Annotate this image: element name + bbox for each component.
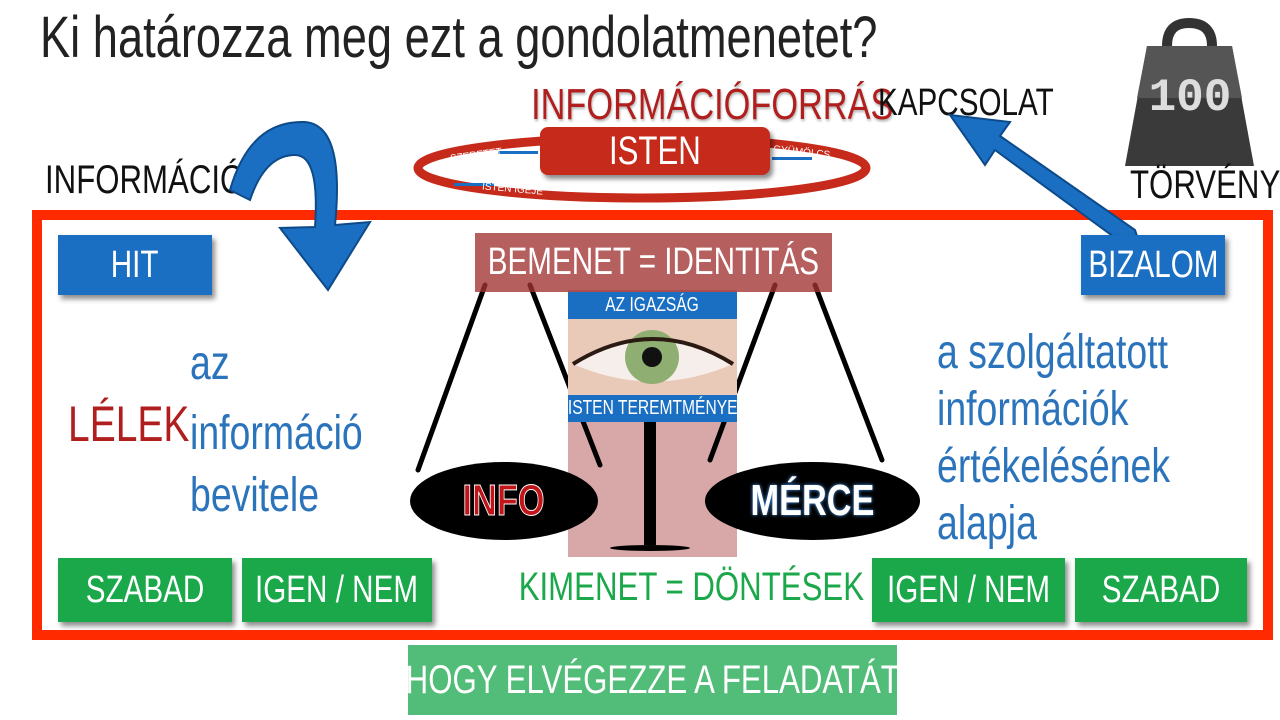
task-box: HOGY ELVÉGEZZE A FELADATÁT	[405, 645, 900, 715]
info-ellipse: INFO	[410, 462, 598, 540]
arrow-icon	[454, 151, 812, 186]
curved-arrow-icon	[228, 120, 372, 292]
right-description: a szolgáltatott információk értékeléséne…	[937, 326, 1171, 550]
szabad-left-box: SZABAD	[58, 558, 232, 622]
source-label: INFORMÁCIÓFORRÁS	[531, 80, 894, 129]
bizalom-box: BIZALOM	[1081, 235, 1225, 295]
szabad-right-box: SZABAD	[1075, 558, 1247, 622]
merce-ellipse: MÉRCE	[705, 462, 920, 540]
bemenet-box: BEMENET = IDENTITÁS	[475, 233, 832, 292]
scale-lines	[415, 282, 885, 551]
left-description: az információ bevitele	[190, 337, 363, 522]
hit-box: HIT	[58, 235, 212, 295]
igen-nem-left-box: IGEN / NEM	[242, 558, 432, 622]
weight-icon	[1125, 18, 1254, 166]
torveny-label: TÖRVÉNY	[1130, 163, 1280, 207]
eye-image	[568, 319, 737, 395]
kapcsolat-arrow-icon	[947, 113, 1142, 246]
kimenet-label: KIMENET = DÖNTÉSEK	[518, 565, 865, 609]
slide-title: Ki határozza meg ezt a gondolatmenetet?	[40, 5, 878, 70]
informacio-label: INFORMÁCIÓ	[45, 158, 245, 202]
truth-bar: AZ IGAZSÁG	[568, 292, 737, 319]
weight-value: 100	[1148, 72, 1232, 124]
creation-bar: ISTEN TEREMTMÉNYE	[568, 395, 737, 422]
main-frame	[32, 210, 1273, 640]
isten-box: ISTEN	[540, 127, 770, 175]
igen-nem-right-box: IGEN / NEM	[872, 558, 1065, 622]
lelek-label: LÉLEK	[68, 396, 190, 452]
